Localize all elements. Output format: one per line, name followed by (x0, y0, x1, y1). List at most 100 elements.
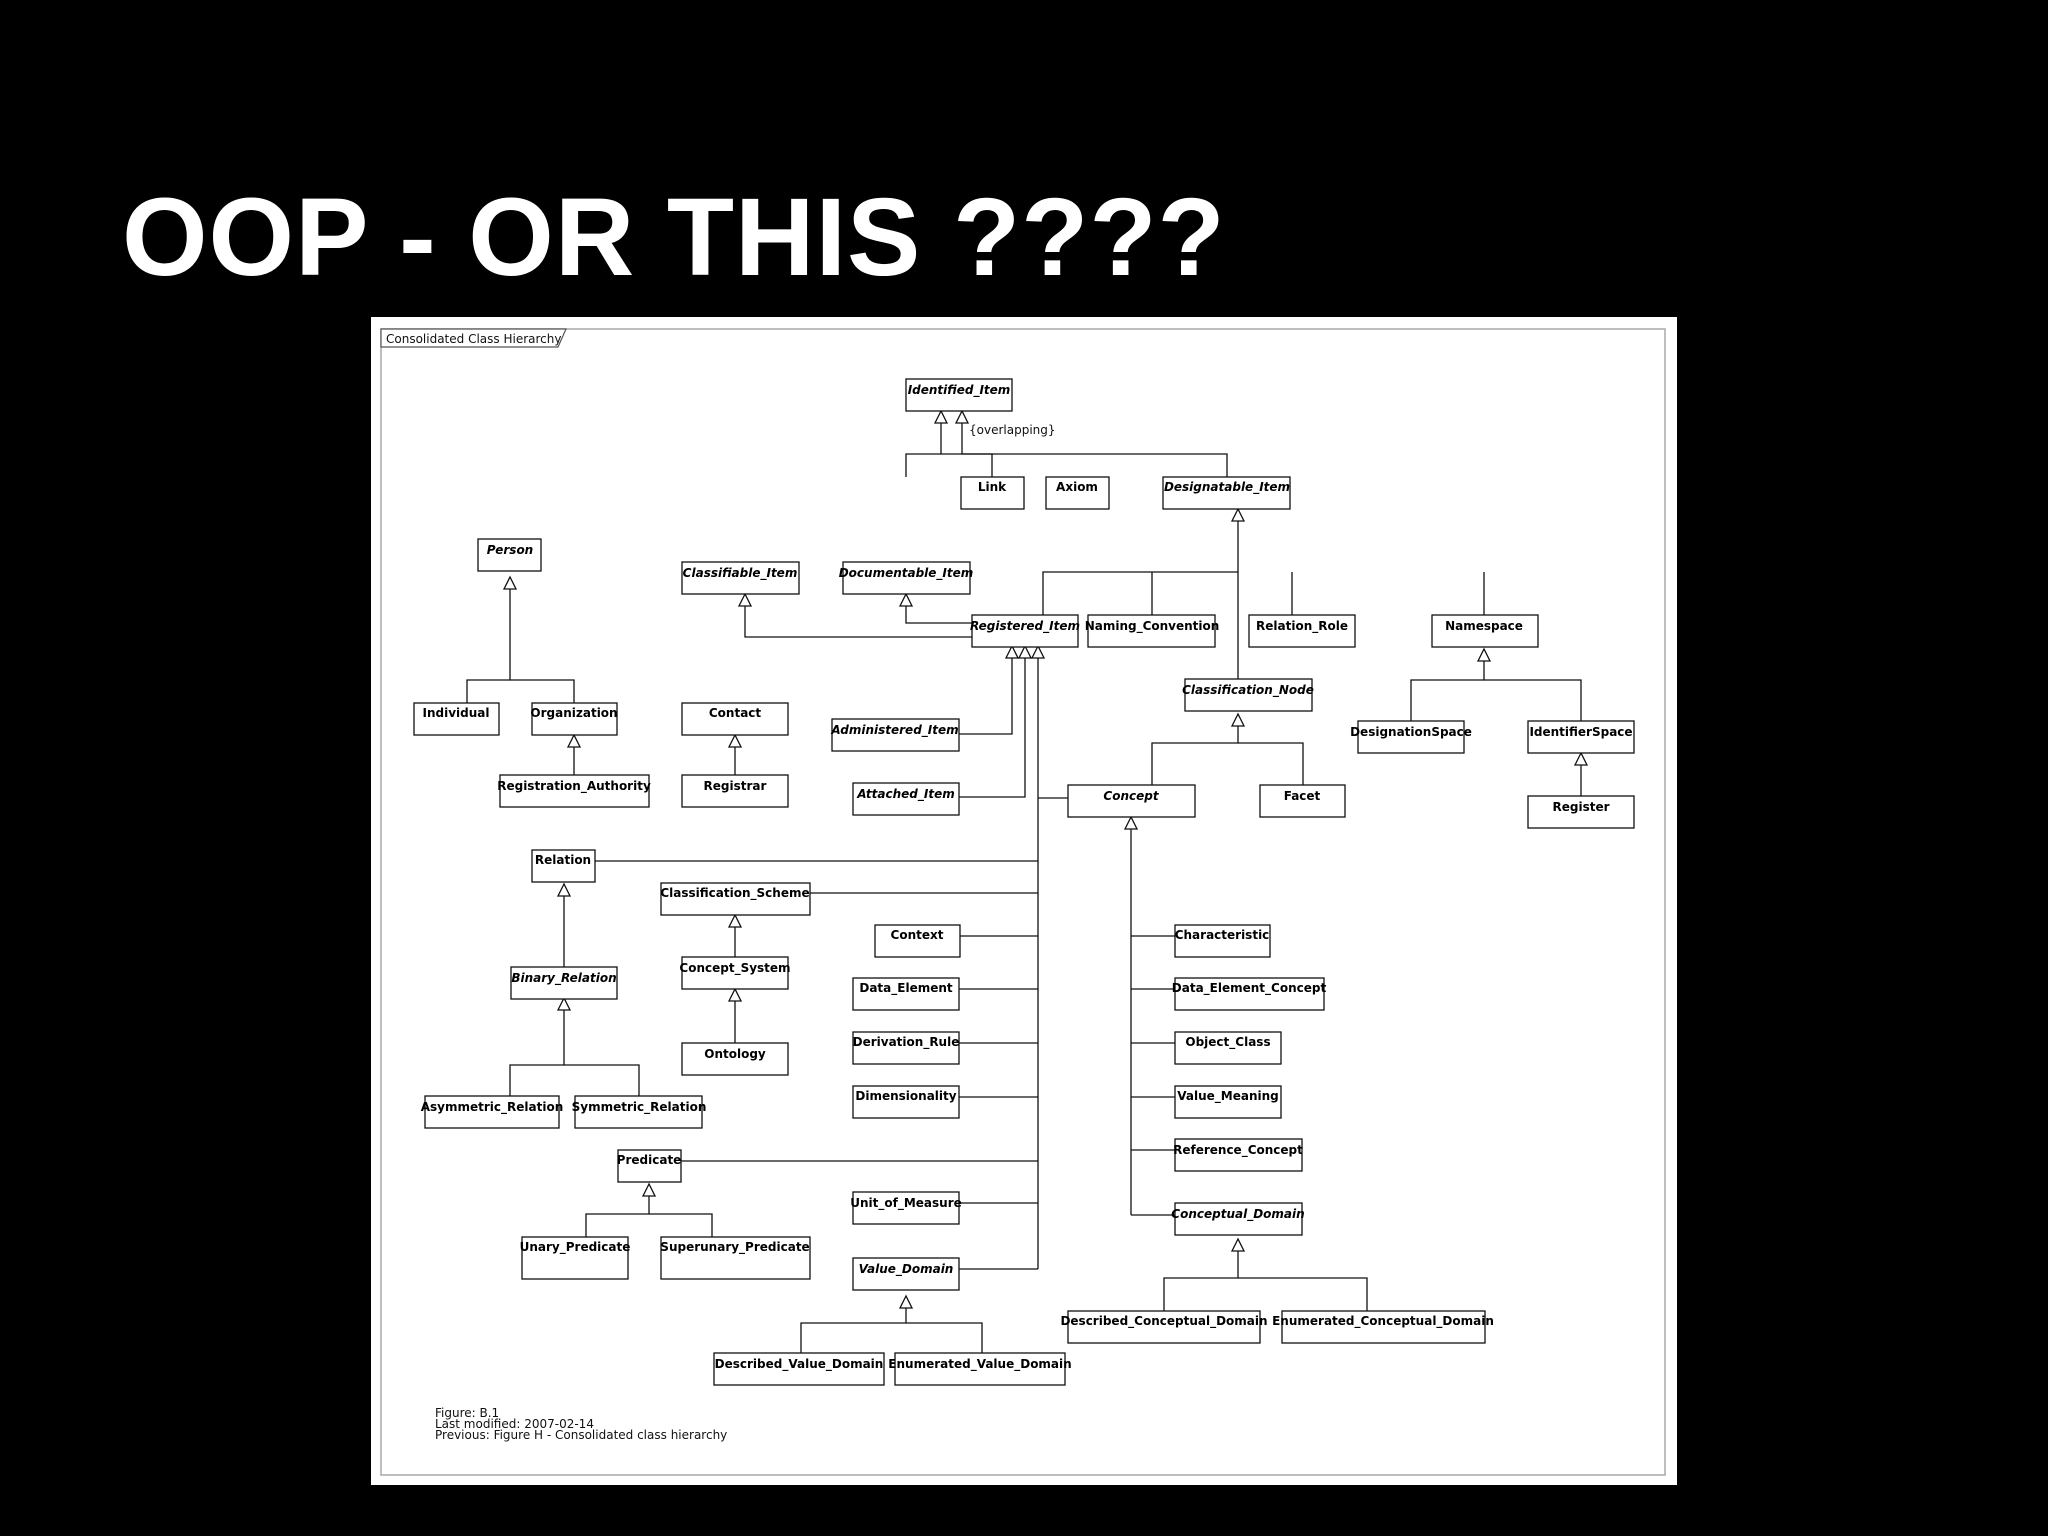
class-derivation-rule: Derivation_Rule (852, 1031, 960, 1065)
class-conceptual-domain: Conceptual_Domain (1171, 1202, 1305, 1236)
svg-text:Ontology: Ontology (704, 1047, 766, 1061)
svg-text:Individual: Individual (423, 706, 490, 720)
class-enumerated-value-domain: Enumerated_Value_Domain (888, 1352, 1072, 1386)
svg-text:Dimensionality: Dimensionality (855, 1089, 956, 1103)
class-organization: Organization (530, 702, 618, 736)
svg-text:Conceptual_Domain: Conceptual_Domain (1171, 1207, 1304, 1222)
svg-text:Relation_Role: Relation_Role (1256, 619, 1348, 634)
svg-text:Classifiable_Item: Classifiable_Item (683, 566, 798, 581)
svg-text:Designatable_Item: Designatable_Item (1164, 480, 1290, 495)
class-unary-predicate: Unary_Predicate (520, 1236, 631, 1280)
svg-text:Facet: Facet (1284, 789, 1321, 803)
svg-text:Described_Value_Domain: Described_Value_Domain (715, 1357, 884, 1372)
svg-text:Data_Element: Data_Element (859, 981, 953, 996)
class-person: Person (477, 538, 542, 572)
svg-text:Value_Domain: Value_Domain (859, 1262, 954, 1277)
svg-text:Concept: Concept (1103, 789, 1159, 803)
slide-title: OOP - OR THIS ???? (122, 176, 1226, 299)
svg-text:Enumerated_Conceptual_Domain: Enumerated_Conceptual_Domain (1272, 1314, 1494, 1329)
diagram-frame (380, 328, 1666, 1476)
svg-text:Administered_Item: Administered_Item (830, 723, 958, 738)
svg-text:Naming_Convention: Naming_Convention (1085, 619, 1220, 634)
svg-text:Link: Link (978, 480, 1007, 494)
svg-text:Registration_Authority: Registration_Authority (497, 779, 651, 794)
class-enumerated-conceptual-domain: Enumerated_Conceptual_Domain (1272, 1310, 1494, 1344)
svg-text:Person: Person (487, 543, 533, 557)
svg-text:Superunary_Predicate: Superunary_Predicate (660, 1240, 809, 1255)
class-concept-system: Concept_System (679, 956, 791, 990)
class-described-value-domain: Described_Value_Domain (713, 1352, 885, 1386)
svg-text:Registrar: Registrar (704, 779, 767, 793)
svg-text:Described_Conceptual_Domain: Described_Conceptual_Domain (1060, 1314, 1267, 1329)
class-registered-item: Registered_Item (970, 614, 1080, 648)
svg-text:Classification_Node: Classification_Node (1182, 683, 1314, 698)
svg-text:Register: Register (1552, 800, 1609, 814)
frame-tab (380, 328, 567, 348)
class-identifier-space: IdentifierSpace (1527, 720, 1635, 754)
class-relation-role: Relation_Role (1248, 614, 1356, 648)
class-relation: Relation (531, 849, 596, 883)
svg-text:Object_Class: Object_Class (1185, 1035, 1270, 1050)
class-ontology: Ontology (681, 1042, 789, 1076)
class-attached-item: Attached_Item (852, 782, 960, 816)
class-naming-convention: Naming_Convention (1085, 614, 1220, 648)
class-documentable-item: Documentable_Item (839, 561, 974, 595)
svg-text:Organization: Organization (530, 706, 617, 720)
svg-text:Predicate: Predicate (617, 1153, 682, 1167)
class-registrar: Registrar (681, 774, 789, 808)
overlapping-constraint-note: {overlapping} (969, 423, 1056, 437)
svg-text:Symmetric_Relation: Symmetric_Relation (572, 1100, 707, 1115)
class-symmetric-relation: Symmetric_Relation (572, 1095, 707, 1129)
class-data-element-concept: Data_Element_Concept (1172, 977, 1327, 1011)
class-classifiable-item: Classifiable_Item (681, 561, 800, 595)
svg-text:Documentable_Item: Documentable_Item (839, 566, 974, 581)
svg-text:Binary_Relation: Binary_Relation (511, 971, 616, 986)
class-namespace: Namespace (1431, 614, 1539, 648)
svg-text:Classification_Scheme: Classification_Scheme (660, 886, 809, 901)
class-concept: Concept (1067, 784, 1196, 818)
class-unit-of-measure: Unit_of_Measure (850, 1191, 962, 1225)
svg-text:Characteristic: Characteristic (1175, 928, 1270, 942)
class-context: Context (874, 924, 961, 958)
svg-text:Axiom: Axiom (1056, 480, 1098, 494)
class-registration-authority: Registration_Authority (497, 774, 651, 808)
svg-text:DesignationSpace: DesignationSpace (1350, 725, 1472, 739)
class-superunary-predicate: Superunary_Predicate (660, 1236, 811, 1280)
previous-figure: Previous: Figure H - Consolidated class … (435, 1428, 727, 1442)
class-described-conceptual-domain: Described_Conceptual_Domain (1060, 1310, 1268, 1344)
class-axiom: Axiom (1045, 476, 1110, 510)
class-designation-space: DesignationSpace (1350, 720, 1472, 754)
class-asymmetric-relation: Asymmetric_Relation (421, 1095, 563, 1129)
svg-text:Contact: Contact (709, 706, 762, 720)
svg-text:Unit_of_Measure: Unit_of_Measure (850, 1196, 962, 1211)
uml-class-diagram: Consolidated Class Hierarchy (371, 317, 1677, 1485)
class-facet: Facet (1259, 784, 1346, 818)
class-contact: Contact (681, 702, 789, 736)
class-value-domain: Value_Domain (852, 1257, 960, 1291)
svg-text:IdentifierSpace: IdentifierSpace (1529, 725, 1632, 739)
frame-label: Consolidated Class Hierarchy (386, 332, 561, 346)
class-binary-relation: Binary_Relation (510, 966, 618, 1000)
diagram-canvas: Consolidated Class Hierarchy (380, 328, 1666, 1476)
class-predicate: Predicate (617, 1149, 682, 1183)
svg-text:Value_Meaning: Value_Meaning (1177, 1089, 1279, 1104)
class-characteristic: Characteristic (1174, 924, 1271, 958)
inheritance-arrowheads (502, 409, 1589, 1309)
svg-text:Reference_Concept: Reference_Concept (1173, 1143, 1303, 1158)
svg-text:Identified_Item: Identified_Item (908, 383, 1011, 398)
class-individual: Individual (413, 702, 500, 736)
class-identified-item: Identified_Item (905, 378, 1013, 412)
class-classification-node: Classification_Node (1182, 678, 1314, 712)
svg-text:Context: Context (891, 928, 944, 942)
class-data-element: Data_Element (852, 977, 960, 1011)
svg-text:Data_Element_Concept: Data_Element_Concept (1172, 981, 1327, 996)
generalization-lines (466, 411, 1582, 1353)
class-reference-concept: Reference_Concept (1173, 1138, 1303, 1172)
svg-text:Namespace: Namespace (1445, 619, 1523, 633)
svg-text:Derivation_Rule: Derivation_Rule (853, 1035, 960, 1050)
svg-text:Concept_System: Concept_System (679, 961, 790, 976)
svg-text:Unary_Predicate: Unary_Predicate (520, 1240, 631, 1255)
class-administered-item: Administered_Item (830, 718, 960, 752)
svg-text:Relation: Relation (535, 853, 591, 867)
class-link: Link (960, 476, 1025, 510)
